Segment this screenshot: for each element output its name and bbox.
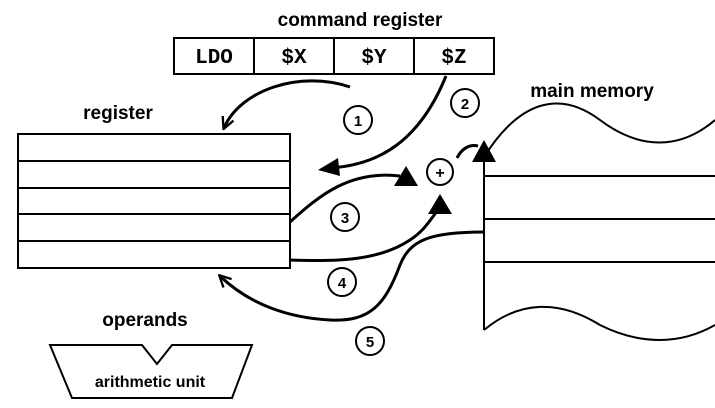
command-field-y: $Y <box>361 47 387 70</box>
adder-symbol: + <box>435 165 444 182</box>
command-register: LDO $X $Y $Z <box>173 37 495 75</box>
svg-text:1: 1 <box>354 113 362 130</box>
flow-arrow-4 <box>289 209 440 263</box>
adder-node: + <box>426 158 454 186</box>
command-field-z: $Z <box>441 47 466 70</box>
svg-text:5: 5 <box>366 334 374 351</box>
command-field-ldo: LDO <box>195 47 233 70</box>
register-title: register <box>83 103 153 124</box>
flow-arrow-2 <box>329 75 448 170</box>
svg-text:4: 4 <box>338 275 347 292</box>
adder-to-memory-head <box>472 140 496 162</box>
svg-text:3: 3 <box>341 210 349 227</box>
flow-arrow-1 <box>224 79 351 128</box>
main-memory-title: main memory <box>530 81 654 102</box>
operands-label: operands <box>102 310 188 331</box>
step-4-badge: 4 <box>327 267 357 297</box>
step-1-badge: 1 <box>343 105 373 135</box>
adder-to-memory-arrow <box>455 144 479 159</box>
arithmetic-unit-label: arithmetic unit <box>95 374 206 391</box>
flow-arrow-5 <box>220 230 485 322</box>
step-2-badge: 2 <box>450 88 480 118</box>
flow-arrow-4-head <box>428 194 452 214</box>
flow-arrow-3 <box>288 173 401 224</box>
flow-arrow-3-head <box>394 166 418 186</box>
main-memory-block <box>483 102 715 341</box>
svg-text:2: 2 <box>461 96 469 113</box>
step-3-badge: 3 <box>330 202 360 232</box>
arithmetic-unit: arithmetic unit <box>48 344 254 399</box>
register-file <box>17 133 291 269</box>
step-5-badge: 5 <box>355 326 385 356</box>
command-field-x: $X <box>281 47 307 70</box>
flow-arrow-2-head <box>318 158 340 176</box>
command-register-title: command register <box>278 10 443 31</box>
